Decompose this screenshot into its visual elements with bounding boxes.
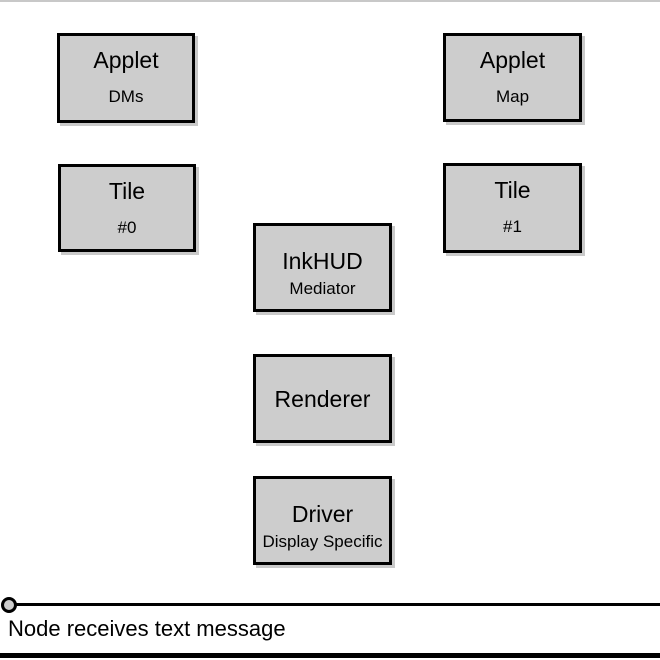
box-subtitle: Map [495,87,530,106]
box-title: Applet [479,47,546,73]
bottom-rule [0,653,660,658]
box-inkhud-mediator: InkHUD Mediator [253,223,392,312]
box-renderer: Renderer [253,354,392,443]
box-subtitle: Display Specific [262,532,383,551]
box-subtitle: DMs [108,87,144,106]
box-title: Renderer [274,385,371,412]
top-rule [0,0,660,2]
box-title: Tile [108,178,146,204]
timeline-start-node-icon [1,597,17,613]
box-subtitle: Mediator [289,279,356,298]
box-title: Applet [93,47,159,73]
box-applet-dms: Applet DMs [57,33,195,123]
timeline-event-label: Node receives text message [8,616,286,641]
box-subtitle: #0 [117,218,137,237]
box-tile-0: Tile #0 [58,164,196,252]
box-driver: Driver Display Specific [253,476,392,565]
timeline-line [9,603,660,606]
box-tile-1: Tile #1 [443,163,582,253]
box-subtitle: #1 [503,217,522,236]
box-title: Tile [494,177,531,203]
box-title: Driver [291,501,354,527]
box-applet-map: Applet Map [443,33,582,122]
box-title: InkHUD [282,248,363,274]
